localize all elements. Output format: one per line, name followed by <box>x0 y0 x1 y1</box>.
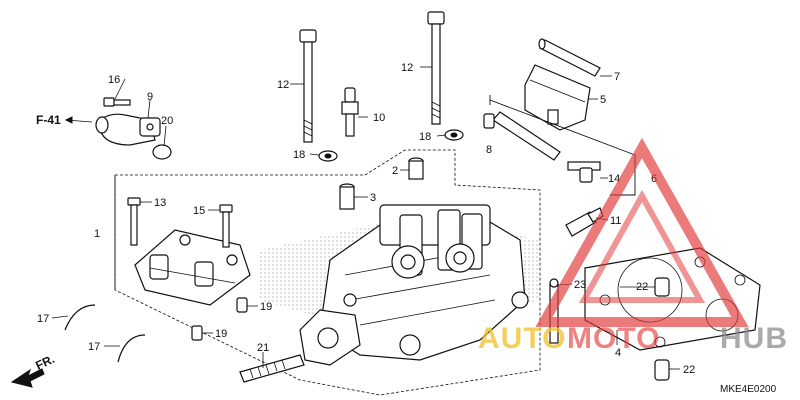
leaders <box>51 66 680 370</box>
front-label: FR. <box>33 352 56 373</box>
callout-18a: 18 <box>293 149 305 161</box>
callout-3: 3 <box>370 192 376 204</box>
watermark-word-hub: HUB <box>720 322 788 355</box>
valve-guide-2 <box>408 157 424 180</box>
long-bolt-12a <box>299 29 317 143</box>
callout-19b: 19 <box>215 328 227 340</box>
clip-17b <box>117 334 146 363</box>
callout-5: 5 <box>600 94 606 106</box>
cylinder-head <box>299 204 529 366</box>
callout-20: 20 <box>161 115 173 127</box>
dowel-22b <box>654 359 670 381</box>
bolt-16 <box>103 97 131 107</box>
assembly-outline <box>114 149 541 396</box>
long-bolt-12b <box>427 11 445 125</box>
valve-guide-3 <box>339 183 355 210</box>
watermark-word-moto: MOTO <box>567 322 660 355</box>
callout-12b: 12 <box>401 62 413 74</box>
callout-1: 1 <box>94 228 100 240</box>
callout-17b: 17 <box>88 341 100 353</box>
bracket-6 <box>489 95 636 196</box>
callout-17a: 17 <box>37 313 49 325</box>
washer-18b <box>444 129 464 141</box>
rod-7 <box>538 38 601 77</box>
bolt-13 <box>127 197 141 246</box>
callout-numbers: 1 2 3 4 5 6 7 8 9 10 11 12 12 13 14 15 1… <box>37 62 695 376</box>
automotohub-watermark: AUTO MOTO HUB <box>478 137 788 355</box>
callout-2: 2 <box>392 165 398 177</box>
stud-bolt-21 <box>239 354 305 383</box>
dowel-22a <box>654 277 670 297</box>
callout-21: 21 <box>257 342 269 354</box>
callout-10: 10 <box>373 112 385 124</box>
f41-label: F-41 <box>36 113 61 127</box>
callout-22b: 22 <box>683 364 695 376</box>
callout-12a: 12 <box>277 79 289 91</box>
watermark-logo-icon <box>535 137 749 327</box>
drawing-code: MKE4E0200 <box>720 384 777 395</box>
o-ring-20 <box>152 144 172 160</box>
water-joint-9 <box>95 113 161 146</box>
watermark-word-auto: AUTO <box>478 322 566 355</box>
callout-11: 11 <box>610 215 621 227</box>
callout-23: 23 <box>574 279 586 291</box>
dowel-pin-19b <box>191 325 203 341</box>
callout-22a: 22 <box>636 281 648 293</box>
cam-holder <box>134 229 251 306</box>
callout-7: 7 <box>614 71 620 83</box>
callout-18b: 18 <box>419 131 431 143</box>
callout-16: 16 <box>108 74 120 86</box>
push-rod-8 <box>483 111 561 161</box>
front-arrow-icon: FR. <box>10 352 57 388</box>
f41-reference: F-41 <box>36 113 93 127</box>
callout-4: 4 <box>615 347 621 359</box>
callout-19a: 19 <box>260 301 272 313</box>
spark-plug-10 <box>341 87 359 137</box>
bolt-14 <box>567 161 601 183</box>
callout-9: 9 <box>147 91 153 103</box>
bolt-15 <box>219 204 233 248</box>
washer-18a <box>318 150 338 162</box>
callout-13: 13 <box>154 197 166 209</box>
dowel-pin-19a <box>236 297 248 313</box>
tensioner-5 <box>524 64 591 131</box>
callout-15: 15 <box>193 205 205 217</box>
clip-17a <box>64 304 96 331</box>
callout-8: 8 <box>486 144 492 156</box>
